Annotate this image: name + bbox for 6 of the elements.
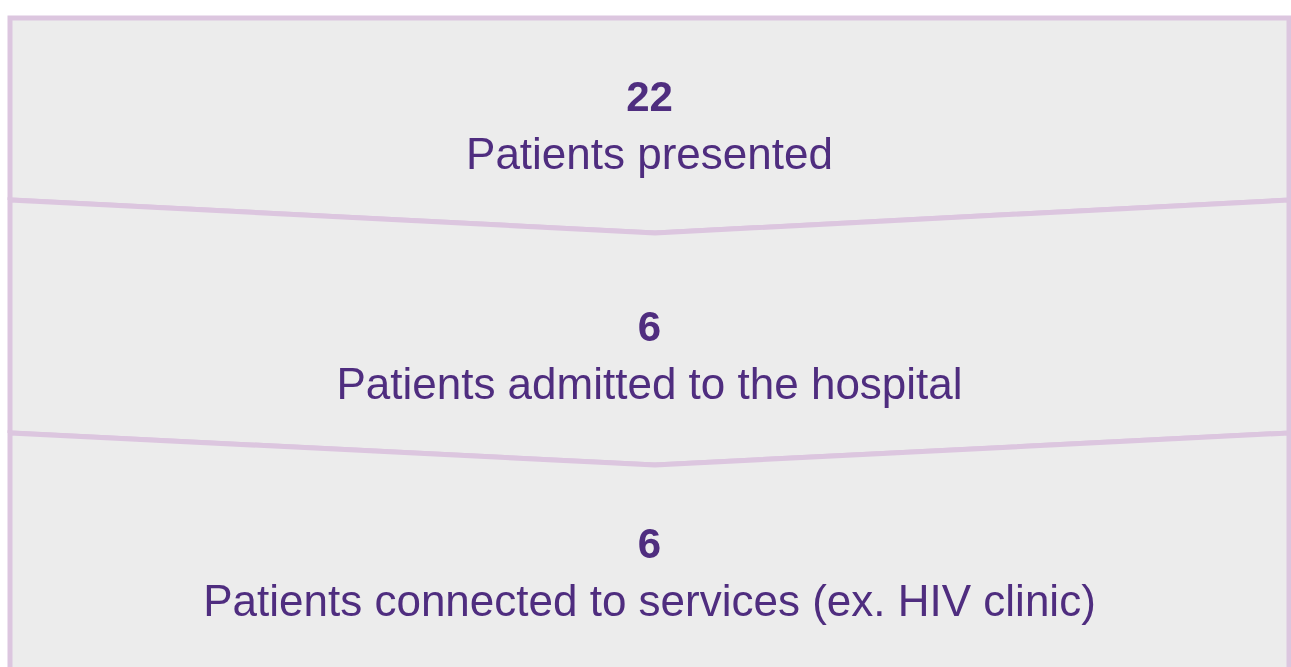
stage-label: Patients connected to services (ex. HIV clinic) bbox=[203, 575, 1096, 627]
stage-label: Patients presented bbox=[466, 127, 833, 180]
count-number: 6 bbox=[637, 519, 662, 569]
stage-label: Patients admitted to the hospital bbox=[336, 357, 963, 410]
count-number: 22 bbox=[626, 71, 673, 122]
count-number: 6 bbox=[637, 301, 662, 352]
